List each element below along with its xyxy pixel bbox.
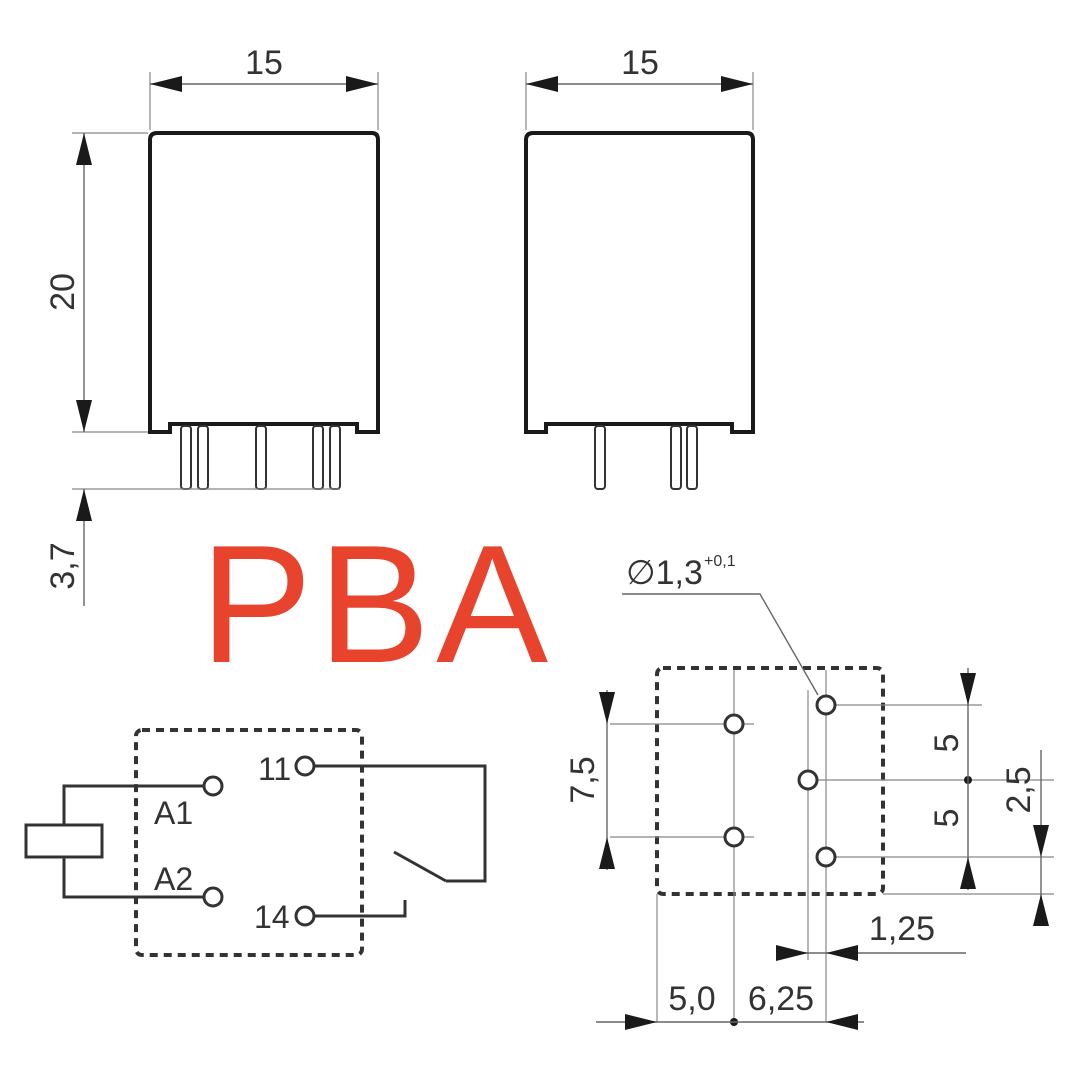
pitch-b-label: 5 — [928, 809, 966, 828]
label-a1: A1 — [154, 795, 193, 831]
base-6-25-label: 6,25 — [748, 980, 814, 1018]
pcb-footprint: ∅1,3 +0,1 7,5 5 5 2,5 1,25 5,0 6,25 — [564, 553, 1054, 1030]
side-pins — [594, 425, 698, 490]
switch-blade — [393, 850, 447, 883]
coil-symbol — [24, 823, 104, 859]
front-height-label: 20 — [44, 273, 82, 311]
front-pin-length-label: 3,7 — [44, 542, 82, 589]
hole-diameter-label: ∅1,3 — [626, 554, 703, 592]
footprint-boundary — [655, 666, 885, 896]
front-view: 15 20 3,7 — [44, 44, 380, 606]
side-width-label: 15 — [621, 44, 659, 82]
side-view: 15 — [524, 44, 755, 490]
hole-4 — [797, 769, 819, 791]
label-11: 11 — [258, 751, 291, 787]
offset-2-5-label: 2,5 — [1000, 766, 1038, 813]
row-pitch-label: 7,5 — [564, 756, 602, 803]
hole-2 — [723, 826, 745, 848]
front-pins — [180, 425, 341, 490]
pitch-a-label: 5 — [928, 734, 966, 753]
terminal-a1 — [202, 775, 224, 797]
label-14: 14 — [254, 899, 290, 935]
terminal-14 — [294, 905, 316, 927]
base-5-0-label: 5,0 — [668, 980, 715, 1018]
front-relay-body — [148, 131, 380, 434]
hole-5 — [815, 846, 837, 868]
brand-logo: PBA — [200, 510, 554, 698]
side-relay-body — [524, 131, 755, 434]
terminal-a2 — [202, 886, 224, 908]
terminal-11 — [294, 755, 316, 777]
hole-tolerance-label: +0,1 — [704, 553, 736, 570]
label-a2: A2 — [154, 861, 193, 897]
front-width-label: 15 — [245, 44, 283, 82]
schematic-boundary — [134, 728, 364, 957]
wiring-schematic: A1 A2 11 14 — [24, 728, 487, 957]
offset-1-25-label: 1,25 — [869, 910, 935, 948]
hole-3 — [815, 694, 837, 716]
hole-1 — [723, 713, 745, 735]
